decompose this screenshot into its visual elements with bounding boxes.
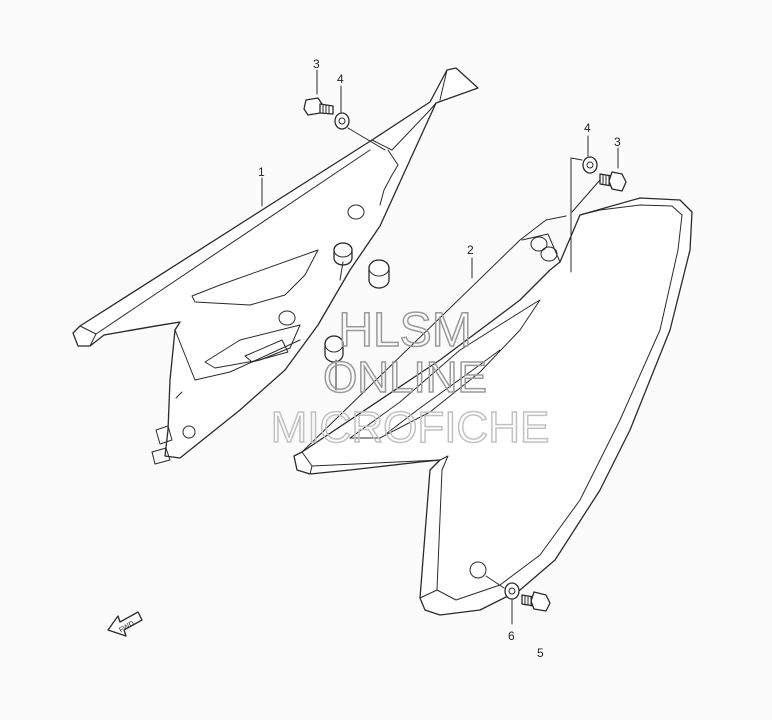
- left-frame-cover: [72, 67, 479, 465]
- left-grommets: [324, 242, 390, 363]
- right-leader-lines: [471, 135, 619, 625]
- callout-3-left: 3: [313, 57, 320, 71]
- callout-6: 6: [508, 629, 515, 643]
- watermark-line2: ONLINE: [323, 353, 487, 402]
- watermark-line1: HLSM: [338, 304, 471, 357]
- left-washer: [334, 112, 350, 130]
- left-bolt: [303, 97, 334, 116]
- callout-1: 1: [258, 165, 265, 179]
- callout-4-left: 4: [337, 72, 344, 86]
- fwd-arrow-icon: FWD: [107, 611, 143, 637]
- callout-3-right: 3: [614, 135, 621, 149]
- callout-2: 2: [467, 243, 474, 257]
- callout-4-right: 4: [584, 121, 591, 135]
- right-bottom-washer: [504, 582, 520, 600]
- right-top-washer: [582, 156, 598, 174]
- left-leader-lines: [261, 69, 386, 391]
- callout-5: 5: [537, 646, 544, 660]
- right-bottom-bolt: [521, 591, 551, 612]
- right-top-bolt: [599, 171, 627, 192]
- watermark-line3: MICROFICHE: [271, 403, 550, 452]
